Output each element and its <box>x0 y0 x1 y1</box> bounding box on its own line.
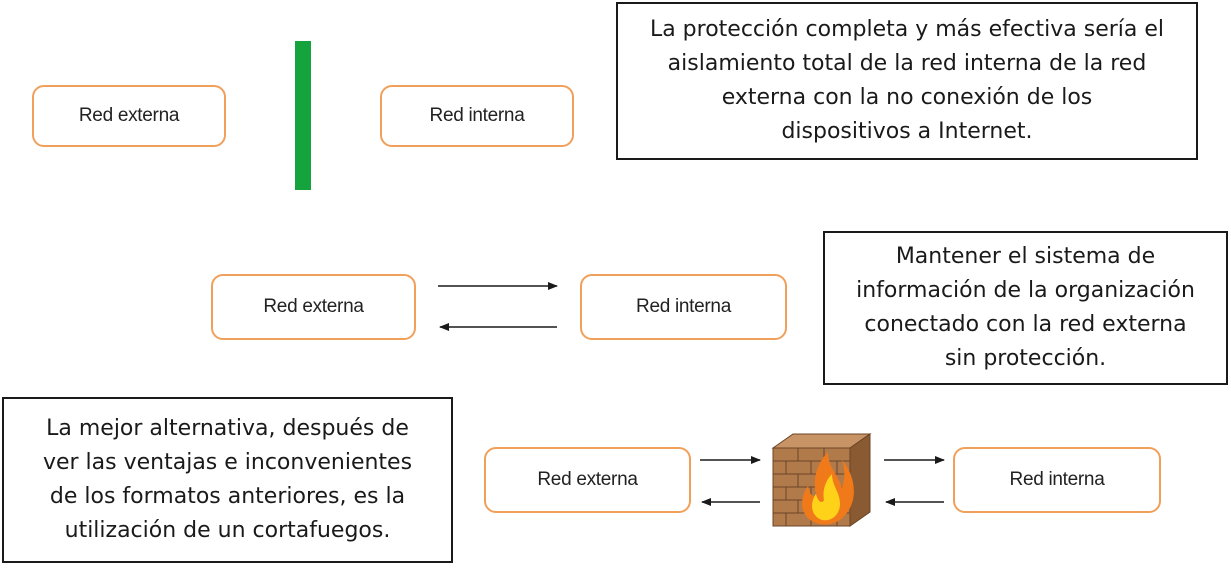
note-line: conectado con la red externa <box>864 312 1187 337</box>
note-line: ver las ventajas e inconvenientes <box>42 450 413 475</box>
isolation-barrier <box>295 41 311 190</box>
firewall-icon <box>771 433 872 527</box>
external-network-box-isolation: Red externa <box>32 85 226 147</box>
note-line: externa con la no conexión de los <box>721 85 1093 110</box>
note-line: La mejor alternativa, después de <box>46 416 409 441</box>
note-line: de los formatos anteriores, es la <box>49 484 406 509</box>
external-network-box-firewall: Red externa <box>484 447 691 513</box>
note-open: Mantener el sistema de información de la… <box>823 231 1228 385</box>
note-line: sin protección. <box>944 346 1107 371</box>
note-isolation: La protección completa y más efectiva se… <box>616 2 1198 160</box>
internal-network-box-open: Red interna <box>580 274 787 340</box>
external-network-box-open: Red externa <box>211 274 416 340</box>
note-line: Mantener el sistema de <box>895 244 1156 269</box>
note-line: dispositivos a Internet. <box>781 119 1033 144</box>
internal-network-box-isolation: Red interna <box>380 85 574 147</box>
note-line: La protección completa y más efectiva se… <box>649 17 1165 42</box>
internal-network-box-firewall: Red interna <box>953 447 1161 513</box>
note-line: utilización de un cortafuegos. <box>64 518 391 543</box>
note-firewall: La mejor alternativa, después de ver las… <box>2 397 453 563</box>
note-line: información de la organización <box>856 278 1195 303</box>
note-line: aislamiento total de la red interna de l… <box>667 51 1147 76</box>
